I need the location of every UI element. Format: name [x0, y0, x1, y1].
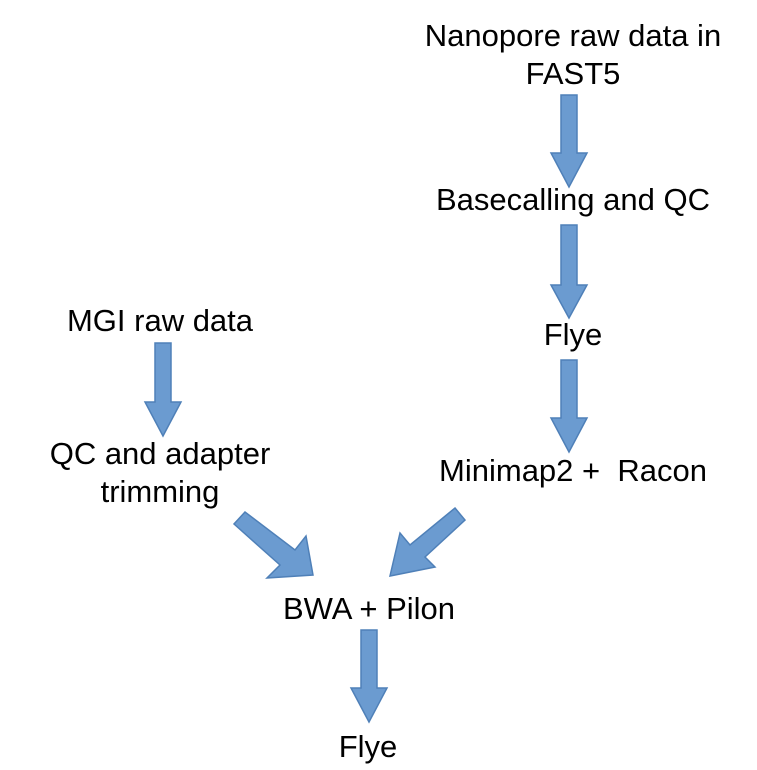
node-qc-adapter-trimming: QC and adapter trimming [0, 435, 320, 511]
node-basecalling-qc-label: Basecalling and QC [436, 182, 710, 217]
node-minimap-racon-label: Minimap2 + Racon [439, 453, 707, 488]
node-mgi-raw-data-label: MGI raw data [66, 303, 254, 338]
node-flye-nanopore: Flye [473, 316, 673, 354]
node-bwa-pilon-label: BWA + Pilon [282, 591, 455, 626]
node-flye-final: Flye [268, 728, 468, 766]
node-flye-nanopore-label: Flye [543, 317, 603, 352]
arrow-nanopore-to-basecalling [549, 94, 589, 189]
node-basecalling-qc: Basecalling and QC [393, 181, 753, 219]
node-nanopore-raw-data-line2: FAST5 [525, 56, 621, 91]
node-nanopore-raw-data: Nanopore raw data in FAST5 [393, 17, 753, 93]
arrow-qc-to-bwa [232, 510, 314, 579]
node-bwa-pilon: BWA + Pilon [219, 590, 519, 628]
node-flye-final-label: Flye [338, 729, 398, 764]
arrow-minimap-to-bwa [389, 506, 467, 577]
node-qc-adapter-trimming-line1: QC and adapter [49, 436, 271, 471]
arrow-basecalling-to-flye [549, 224, 589, 320]
node-qc-adapter-trimming-line2: trimming [100, 474, 220, 509]
arrow-mgi-to-qc [143, 342, 183, 438]
node-nanopore-raw-data-line1: Nanopore raw data in [424, 18, 722, 53]
arrow-flye-to-minimap [549, 359, 589, 454]
arrow-bwa-to-flye [349, 629, 389, 724]
node-mgi-raw-data: MGI raw data [10, 302, 310, 340]
node-minimap-racon: Minimap2 + Racon [393, 452, 753, 490]
